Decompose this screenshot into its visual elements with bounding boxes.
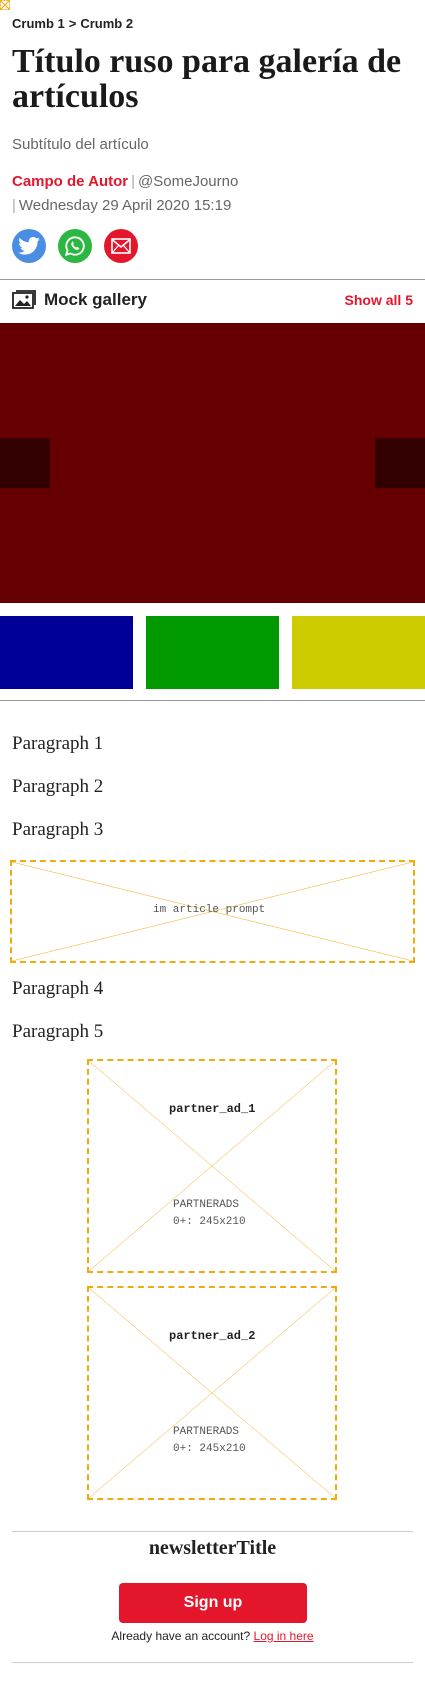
gallery-thumbnails: [0, 616, 425, 689]
login-prompt: Already have an account? Log in here: [0, 1629, 425, 1643]
publish-date: Wednesday 29 April 2020 15:19: [18, 197, 232, 214]
broken-image-icon: [0, 0, 10, 10]
newsletter-title: newsletterTitle: [148, 1537, 277, 1559]
placeholder-cross-icon: [89, 1061, 335, 1271]
page-title: Título ruso para galería de artículos: [12, 43, 402, 115]
partner-ad-1[interactable]: partner_ad_1 PARTNERADS 0+: 245x210: [87, 1059, 337, 1273]
login-prompt-text: Already have an account?: [111, 1629, 251, 1643]
gallery-thumbnail-1[interactable]: [0, 616, 133, 689]
share-bar: [12, 229, 138, 263]
show-all-link[interactable]: Show all 5: [344, 292, 413, 308]
whatsapp-icon: [64, 236, 85, 257]
article-prompt-placeholder: im article prompt: [10, 860, 415, 963]
paragraph: Paragraph 3: [12, 819, 104, 840]
ad-slot-name: partner_ad_2: [169, 1329, 256, 1343]
partner-ad-2[interactable]: partner_ad_2 PARTNERADS 0+: 245x210: [87, 1286, 337, 1500]
gallery-title: Mock gallery: [44, 290, 147, 309]
login-link[interactable]: Log in here: [253, 1629, 314, 1643]
breadcrumb-separator: >: [68, 16, 77, 31]
author-handle[interactable]: @SomeJourno: [138, 173, 239, 190]
signup-button[interactable]: Sign up: [119, 1583, 307, 1623]
divider: [0, 279, 425, 280]
byline: Campo de Autor|@SomeJourno |Wednesday 29…: [12, 170, 412, 218]
gallery-thumbnail-2[interactable]: [146, 616, 279, 689]
ad-slot-name: partner_ad_1: [169, 1102, 256, 1116]
breadcrumb-item-2[interactable]: Crumb 2: [80, 16, 134, 31]
paragraph: Paragraph 4: [12, 978, 104, 999]
gallery-header: Mock gallery Show all 5: [12, 288, 413, 312]
author-link[interactable]: Campo de Autor: [12, 173, 129, 190]
ad-size-label: 0+: 245x210: [173, 1443, 246, 1455]
ad-provider-label: PARTNERADS: [173, 1199, 240, 1211]
paragraph: Paragraph 1: [12, 733, 104, 754]
placeholder-cross-icon: [89, 1288, 335, 1498]
email-icon: [111, 238, 131, 254]
date-separator: |: [12, 197, 16, 214]
byline-separator: |: [131, 173, 136, 190]
twitter-icon: [18, 237, 40, 255]
gallery-next-button[interactable]: [375, 438, 425, 488]
paragraph: Paragraph 5: [12, 1021, 104, 1042]
divider: [12, 1531, 413, 1532]
divider: [0, 700, 425, 701]
twitter-share-button[interactable]: [12, 229, 46, 263]
breadcrumb: Crumb 1>Crumb 2: [12, 16, 133, 31]
placeholder-cross-icon: [12, 862, 413, 961]
paragraph: Paragraph 2: [12, 776, 104, 797]
placeholder-label: im article prompt: [153, 904, 266, 916]
gallery-prev-button[interactable]: [0, 438, 50, 488]
ad-size-label: 0+: 245x210: [173, 1216, 246, 1228]
gallery-thumbnail-3[interactable]: [292, 616, 425, 689]
whatsapp-share-button[interactable]: [58, 229, 92, 263]
gallery-main-image[interactable]: [0, 323, 425, 603]
breadcrumb-item-1[interactable]: Crumb 1: [12, 16, 65, 31]
gallery-icon: [12, 290, 36, 309]
article-subtitle: Subtítulo del artículo: [12, 136, 149, 153]
ad-provider-label: PARTNERADS: [173, 1426, 240, 1438]
email-share-button[interactable]: [104, 229, 138, 263]
divider: [12, 1662, 413, 1663]
